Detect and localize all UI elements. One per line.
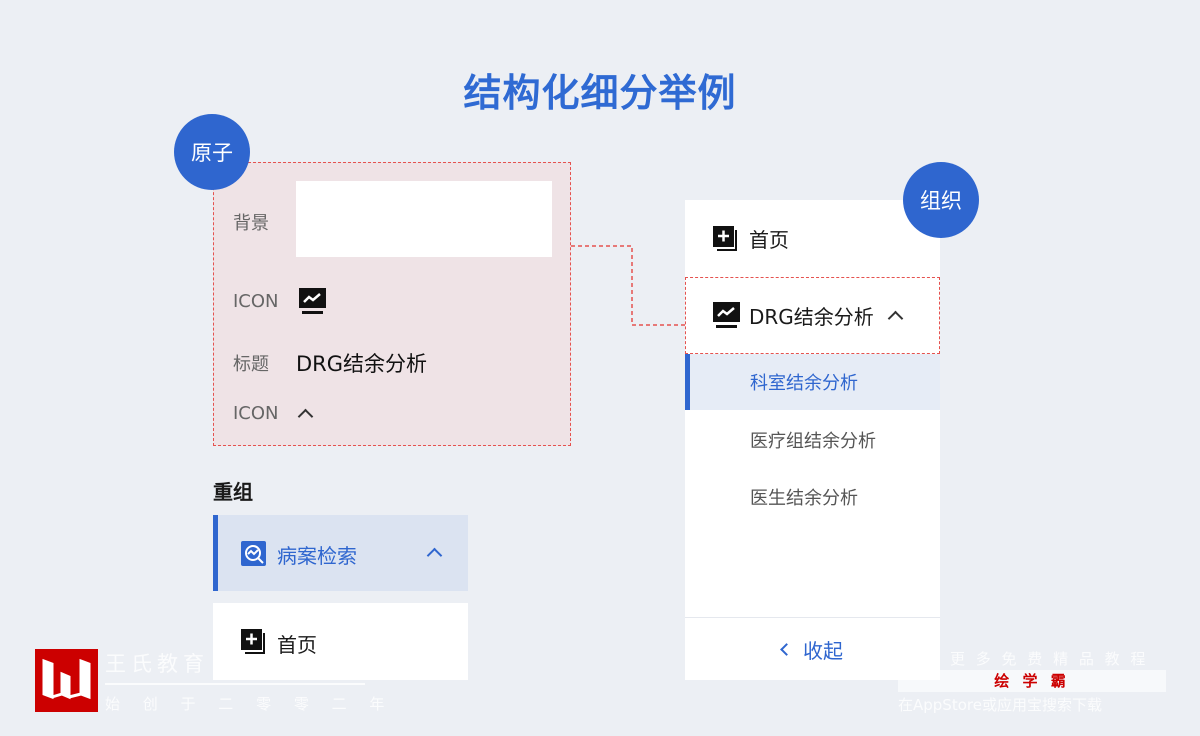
search-chart-icon xyxy=(241,541,266,566)
bg-label: 背景 xyxy=(233,213,269,234)
brand-slogan: 始 创 于 二 零 零 二 年 xyxy=(105,695,394,713)
menu-item-label: 首页 xyxy=(749,228,789,252)
recompose-heading: 重组 xyxy=(213,480,253,504)
collapse-label: 收起 xyxy=(803,638,843,663)
menu-item-drg[interactable]: DRG结余分析 xyxy=(685,277,940,354)
menu-item-label: 病案检索 xyxy=(277,544,357,568)
menu-item-home[interactable]: 首页 xyxy=(685,200,940,277)
brand-name: 王氏教育 xyxy=(105,652,209,676)
home-icon xyxy=(713,225,737,251)
chart-icon xyxy=(713,302,740,328)
chart-icon xyxy=(299,288,326,314)
app-name: 绘 学 霸 xyxy=(898,670,1166,692)
collapse-button[interactable]: 收起 xyxy=(685,617,940,680)
title-value: DRG结余分析 xyxy=(296,352,428,376)
org-badge: 组织 xyxy=(903,162,979,238)
page-title: 结构化细分举例 xyxy=(463,71,737,115)
icon-label: ICON xyxy=(233,291,279,312)
brand-logo-icon xyxy=(35,649,98,712)
submenu-item[interactable]: 医生结余分析 xyxy=(750,488,858,509)
connector-line xyxy=(571,245,686,326)
submenu-item-active[interactable]: 科室结余分析 xyxy=(685,354,940,410)
menu-item-home[interactable]: 首页 xyxy=(213,603,468,680)
menu-item-label: 首页 xyxy=(277,633,317,657)
home-icon xyxy=(241,629,265,654)
chevron-left-icon xyxy=(780,642,793,656)
menu-item-case-search[interactable]: 病案检索 xyxy=(213,515,468,591)
promo-text: 更 多 免 费 精 品 教 程 xyxy=(950,650,1149,668)
title-label: 标题 xyxy=(233,354,269,375)
icon2-label: ICON xyxy=(233,403,279,424)
divider xyxy=(105,683,365,685)
org-sidebar: 首页 DRG结余分析 科室结余分析 医疗组结余分析 医生结余分析 收起 xyxy=(685,200,940,680)
submenu-item[interactable]: 医疗组结余分析 xyxy=(750,431,876,452)
background-swatch xyxy=(296,181,552,257)
chevron-up-icon[interactable] xyxy=(426,547,443,564)
chevron-up-icon[interactable] xyxy=(887,310,904,327)
menu-item-label: DRG结余分析 xyxy=(749,305,874,329)
download-hint: 在AppStore或应用宝搜索下载 xyxy=(898,696,1102,714)
atom-badge: 原子 xyxy=(174,114,250,190)
